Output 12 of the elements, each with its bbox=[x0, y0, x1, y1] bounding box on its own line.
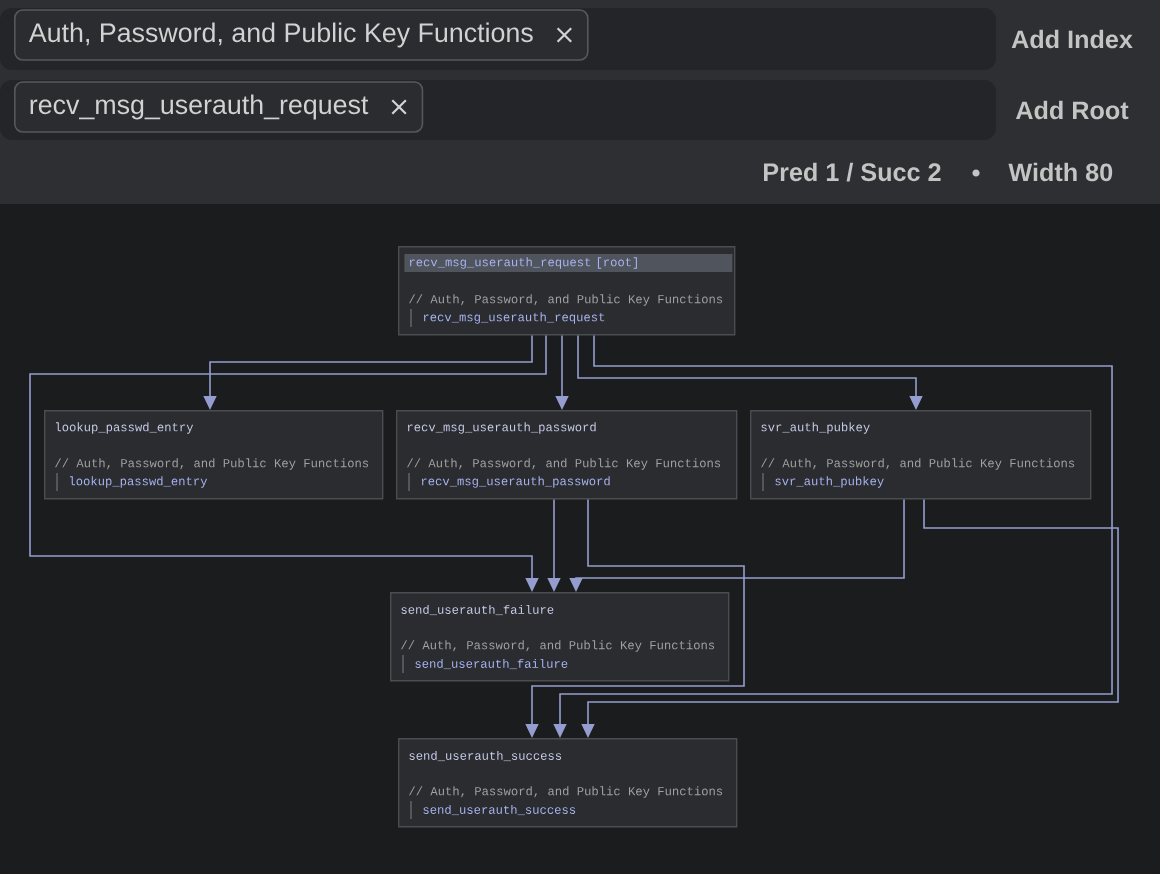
filter-chip: recv_msg_userauth_request bbox=[14, 81, 424, 133]
function-card bbox=[396, 410, 738, 500]
function-card bbox=[44, 410, 384, 500]
function-card bbox=[390, 592, 730, 682]
action-link: Add Index bbox=[1011, 29, 1133, 49]
function-card bbox=[398, 246, 736, 336]
function-card bbox=[398, 738, 738, 828]
status-text: Pred 1 / Succ 2 bbox=[764, 162, 941, 182]
status-text: Width 80 bbox=[1008, 162, 1113, 182]
function-card bbox=[750, 410, 1092, 500]
filter-chip: Auth, Password, and Public Key Functions bbox=[14, 9, 589, 61]
action-link: Add Root bbox=[1015, 100, 1129, 120]
